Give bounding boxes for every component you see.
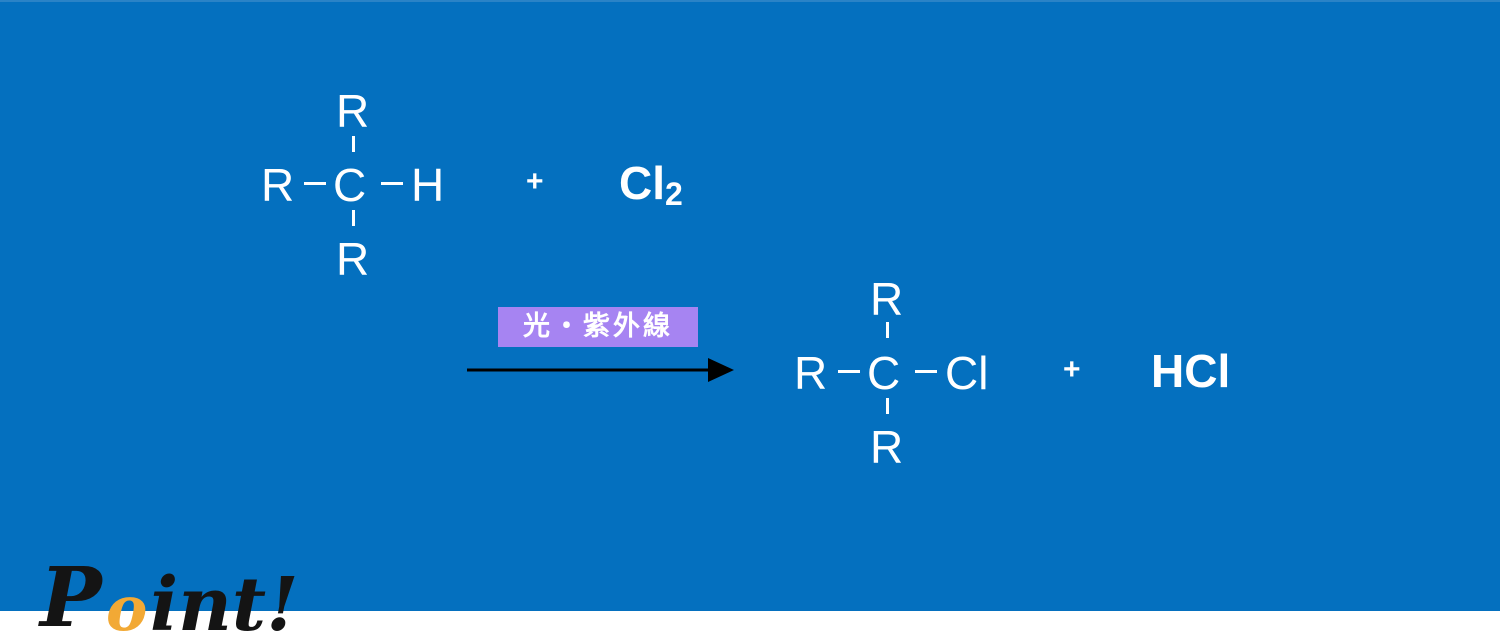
product-bottom-atom: R [870, 421, 904, 473]
byproduct-plus-sign: + [1063, 353, 1081, 386]
product-center-atom: C [867, 347, 901, 399]
reactant-right-atom: H [411, 159, 445, 211]
product-right-bond [915, 370, 937, 373]
logo-letter-o: o [106, 572, 147, 640]
reagent-subscript: 2 [665, 176, 683, 212]
reagent-formula: Cl2 [619, 157, 683, 210]
reactant-left-atom: R [261, 159, 295, 211]
reactant-right-bond [381, 182, 403, 185]
logo-letters-int: int! [150, 562, 299, 640]
point-logo: P o int! [38, 550, 299, 640]
reactant-left-bond [304, 182, 326, 185]
product-left-bond [838, 370, 860, 373]
top-border [0, 0, 1500, 2]
reactant-top-atom: R [336, 85, 370, 137]
product-right-atom: Cl [945, 347, 989, 399]
reagent-element: Cl [619, 157, 665, 209]
reactant-center-atom: C [333, 159, 367, 211]
reaction-arrow-icon [467, 358, 734, 382]
reactant-top-bond [352, 136, 355, 152]
product-left-atom: R [794, 347, 828, 399]
product-bottom-bond [886, 398, 889, 414]
reaction-condition-badge: 光・紫外線 [498, 307, 698, 347]
reactant-bottom-bond [352, 210, 355, 226]
product-top-bond [886, 322, 889, 338]
product-top-atom: R [870, 273, 904, 325]
reagent-plus-sign: + [526, 165, 544, 198]
byproduct-formula: HCl [1151, 345, 1231, 397]
blue-panel: R R C H R + Cl2 光・紫外線 R R C Cl [0, 0, 1500, 611]
logo-letter-p: P [38, 550, 104, 640]
reactant-bottom-atom: R [336, 233, 370, 285]
